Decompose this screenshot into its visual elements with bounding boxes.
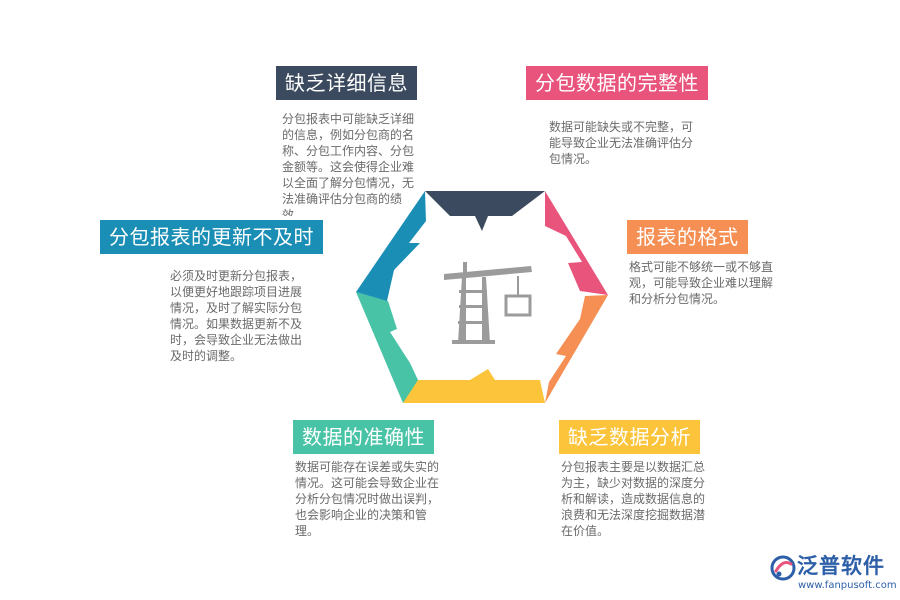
desc-update-not-timely: 必须及时更新分包报表，以便更好地跟踪项目进展情况，及时了解实际分包情况。如果数据… <box>170 269 303 363</box>
desc-report-format: 格式可能不够统一或不够直观，可能导致企业难以理解和分析分包情况。 <box>629 260 774 306</box>
logo-url: www.fanpusoft.com <box>798 580 897 591</box>
desc-data-completeness: 数据可能缺失或不完整，可能导致企业无法准确评估分包情况。 <box>549 120 694 166</box>
desc-missing-detail-info: 分包报表中可能缺乏详细的信息，例如分包商的名称、分包工作内容、分包金额等。这会使… <box>282 112 415 216</box>
title-missing-detail-info: 缺乏详细信息 <box>276 66 417 100</box>
segment-right-orange <box>545 295 608 403</box>
segment-bottom-right-yellow <box>403 369 545 403</box>
fanpu-logo-icon <box>770 555 796 581</box>
title-data-completeness: 分包数据的完整性 <box>526 66 708 100</box>
title-update-not-timely: 分包报表的更新不及时 <box>100 220 323 254</box>
segment-bottom-left-teal <box>356 292 418 403</box>
fanpu-logo: 泛普软件 www.fanpusoft.com <box>770 553 897 597</box>
title-lack-data-analysis: 缺乏数据分析 <box>559 420 700 454</box>
desc-lack-data-analysis: 分包报表主要是以数据汇总为主，缺少对数据的深度分析和解读，造成数据信息的浪费和无… <box>561 460 706 538</box>
title-data-accuracy: 数据的准确性 <box>293 420 434 454</box>
title-report-format: 报表的格式 <box>627 220 748 254</box>
desc-data-accuracy: 数据可能存在误差或失实的情况。这可能会导致企业在分析分包情况时做出误判，也会影响… <box>295 460 440 538</box>
segment-top-right-pink <box>545 191 608 295</box>
segment-left-blue <box>356 191 426 301</box>
segment-top-navy <box>425 191 545 231</box>
tower-crane-icon <box>444 262 532 344</box>
logo-name: 泛普软件 <box>797 554 885 578</box>
